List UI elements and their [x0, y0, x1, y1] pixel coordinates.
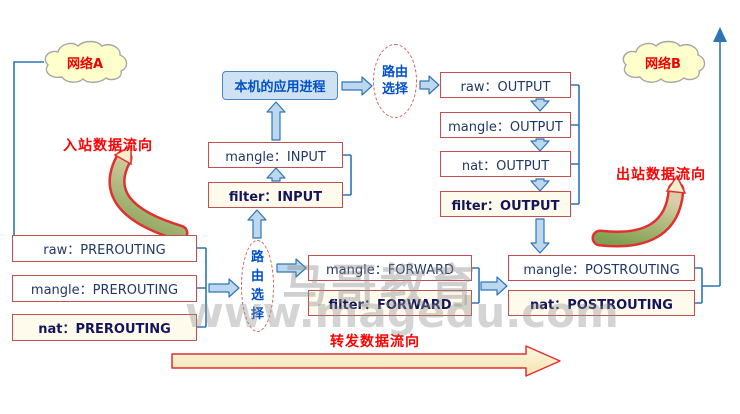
- network-b-label: 网络B: [645, 56, 681, 72]
- blue-connector-lines: [13, 36, 721, 328]
- label-inbound-flow: 入站数据流向: [63, 138, 153, 154]
- outbound-curved-arrow: [591, 174, 687, 248]
- cloud-network-a: 网络A: [40, 40, 130, 84]
- inbound-curved-arrow: [108, 144, 189, 242]
- box-mangle-postrouting: mangle：POSTROUTING: [508, 255, 695, 281]
- box-mangle-forward: mangle：FORWARD: [308, 255, 472, 281]
- box-nat-postrouting: nat：POSTROUTING: [508, 290, 695, 316]
- label-forward-flow: 转发数据流向: [330, 334, 420, 350]
- bracket-prerouting: [197, 247, 207, 328]
- box-mangle-prerouting: mangle：PREROUTING: [12, 275, 197, 302]
- label-outbound-flow: 出站数据流向: [616, 167, 706, 183]
- arrow-routing-to-filter-input: [247, 209, 267, 239]
- inbound-curve-fill: [111, 152, 186, 239]
- routing-decision-bottom: 路由选择: [241, 240, 274, 332]
- forward-big-arrow: [171, 345, 561, 377]
- cloud-network-b: 网络B: [618, 40, 708, 84]
- routing-decision-bottom-label: 路由选择: [250, 250, 264, 322]
- inbound-arrowhead: [113, 144, 132, 166]
- arrowhead-to-network-b: [713, 27, 727, 42]
- routing-decision-top-label: 路由选择: [381, 65, 408, 97]
- cloud-shape: [622, 40, 706, 83]
- blue-block-arrows: [208, 75, 550, 298]
- box-raw-output: raw：OUTPUT: [440, 72, 571, 98]
- box-raw-prerouting: raw：PREROUTING: [12, 235, 197, 262]
- network-a-label: 网络A: [66, 56, 104, 72]
- outbound-curve-fill: [594, 184, 682, 245]
- box-mangle-input: mangle：INPUT: [208, 142, 343, 168]
- bracket-output: [571, 84, 580, 205]
- cloud-shape: [44, 40, 128, 83]
- arrow-process-to-routing: [341, 76, 373, 96]
- arrow-mangle-input-to-process: [266, 101, 286, 141]
- arrow-forward-to-postrouting: [480, 276, 508, 296]
- bracket-forward: [472, 267, 480, 304]
- box-filter-output: filter：OUTPUT: [440, 191, 571, 217]
- arrow-prerouting-to-routing: [208, 278, 240, 298]
- line-network-a-to-prerouting: [13, 61, 44, 235]
- outbound-arrowhead: [665, 174, 687, 194]
- arrow-routing-to-forward: [276, 258, 307, 278]
- local-process-box: 本机的应用进程: [222, 71, 338, 100]
- box-filter-forward: filter：FORWARD: [308, 290, 472, 316]
- arrow-routing-to-raw-output: [419, 75, 440, 95]
- box-mangle-output: mangle：OUTPUT: [440, 112, 571, 138]
- box-nat-output: nat：OUTPUT: [440, 151, 571, 177]
- box-filter-input: filter：INPUT: [208, 182, 343, 208]
- bracket-input: [343, 154, 352, 196]
- arrow-filter-input-to-mangle-input: [266, 167, 286, 182]
- line-postrouting-to-network-b: [695, 36, 721, 304]
- arrow-mangle-to-nat-output: [530, 138, 550, 152]
- arrow-filter-output-to-postrouting: [530, 218, 550, 254]
- box-nat-prerouting: nat：PREROUTING: [12, 314, 197, 341]
- arrow-nat-to-filter-output: [530, 178, 550, 192]
- routing-decision-top: 路由选择: [373, 44, 417, 118]
- arrow-raw-to-mangle-output: [530, 98, 550, 112]
